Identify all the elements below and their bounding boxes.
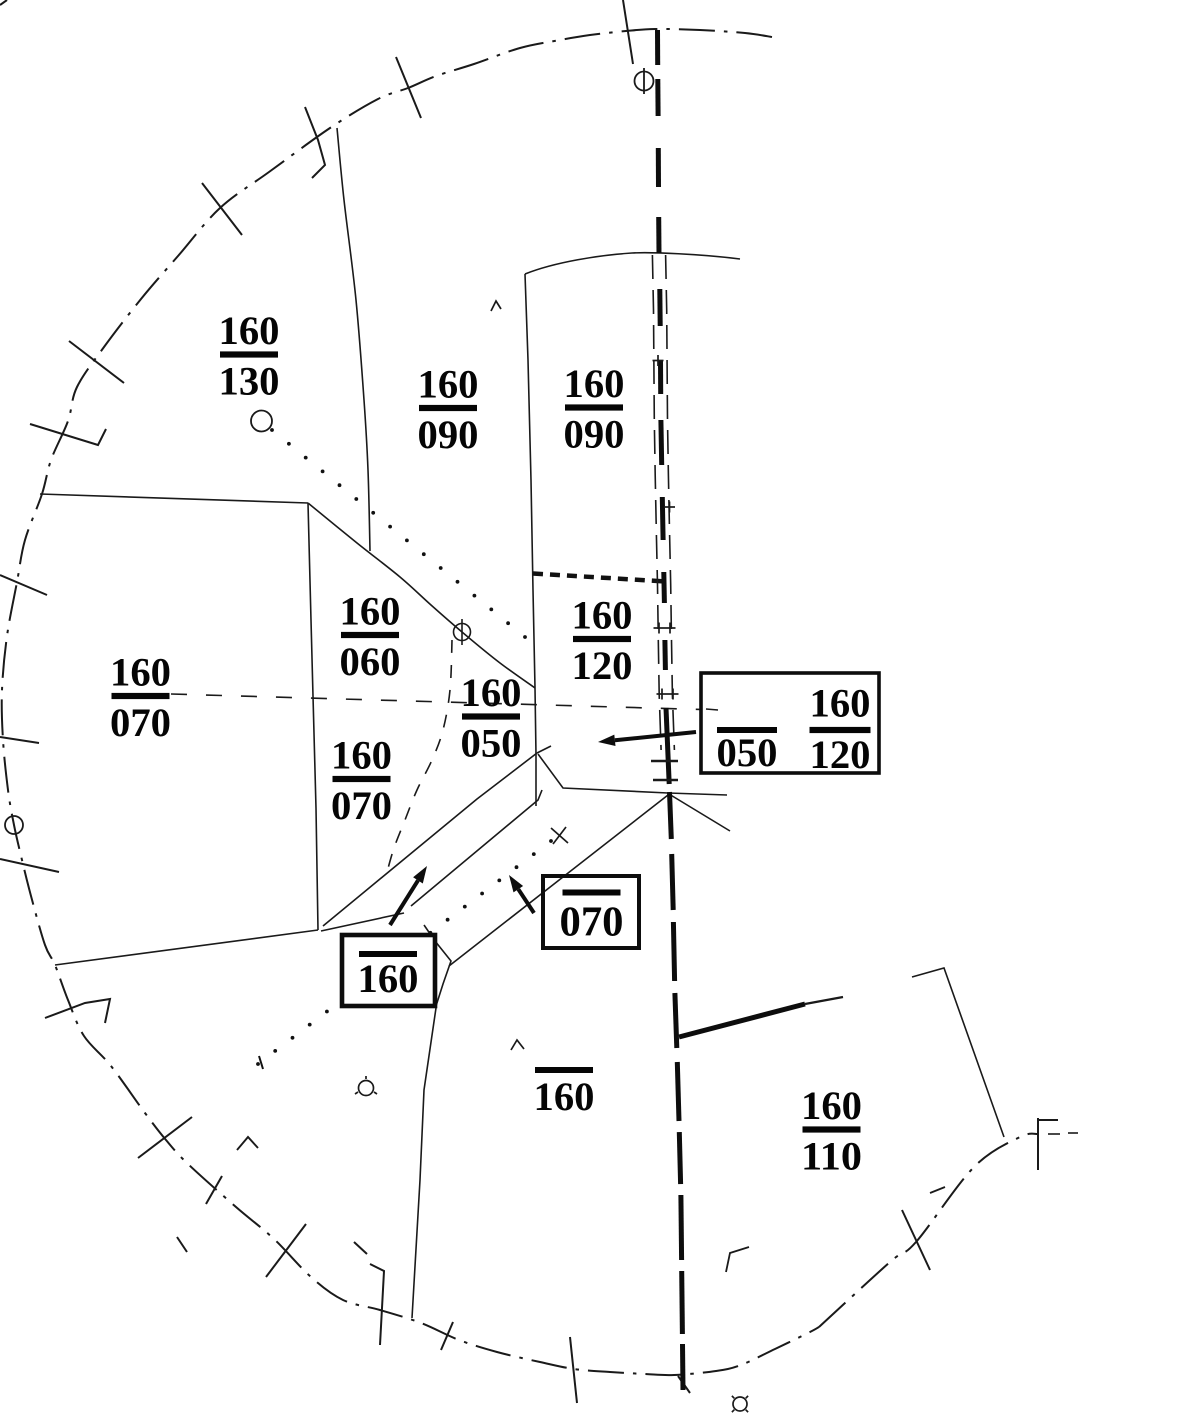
svg-text:160: 160 <box>572 593 633 638</box>
svg-text:160: 160 <box>358 956 419 1001</box>
svg-text:090: 090 <box>418 412 479 457</box>
svg-text:070: 070 <box>331 783 392 828</box>
svg-text:160: 160 <box>331 733 392 778</box>
svg-text:090: 090 <box>564 412 625 457</box>
svg-text:160: 160 <box>534 1074 595 1119</box>
svg-text:160: 160 <box>810 681 871 726</box>
svg-text:070: 070 <box>110 700 171 745</box>
svg-text:160: 160 <box>110 650 171 695</box>
svg-text:050: 050 <box>461 721 522 766</box>
svg-text:050: 050 <box>717 730 778 775</box>
svg-text:160: 160 <box>461 670 522 715</box>
svg-text:160: 160 <box>801 1083 862 1128</box>
svg-text:160: 160 <box>219 308 280 353</box>
svg-text:160: 160 <box>340 589 401 634</box>
svg-text:130: 130 <box>219 359 280 404</box>
svg-text:070: 070 <box>560 900 624 946</box>
svg-text:060: 060 <box>340 639 401 684</box>
svg-text:120: 120 <box>572 643 633 688</box>
svg-text:160: 160 <box>564 361 625 406</box>
svg-text:160: 160 <box>418 362 479 407</box>
svg-text:120: 120 <box>810 732 871 777</box>
svg-text:110: 110 <box>801 1134 862 1179</box>
